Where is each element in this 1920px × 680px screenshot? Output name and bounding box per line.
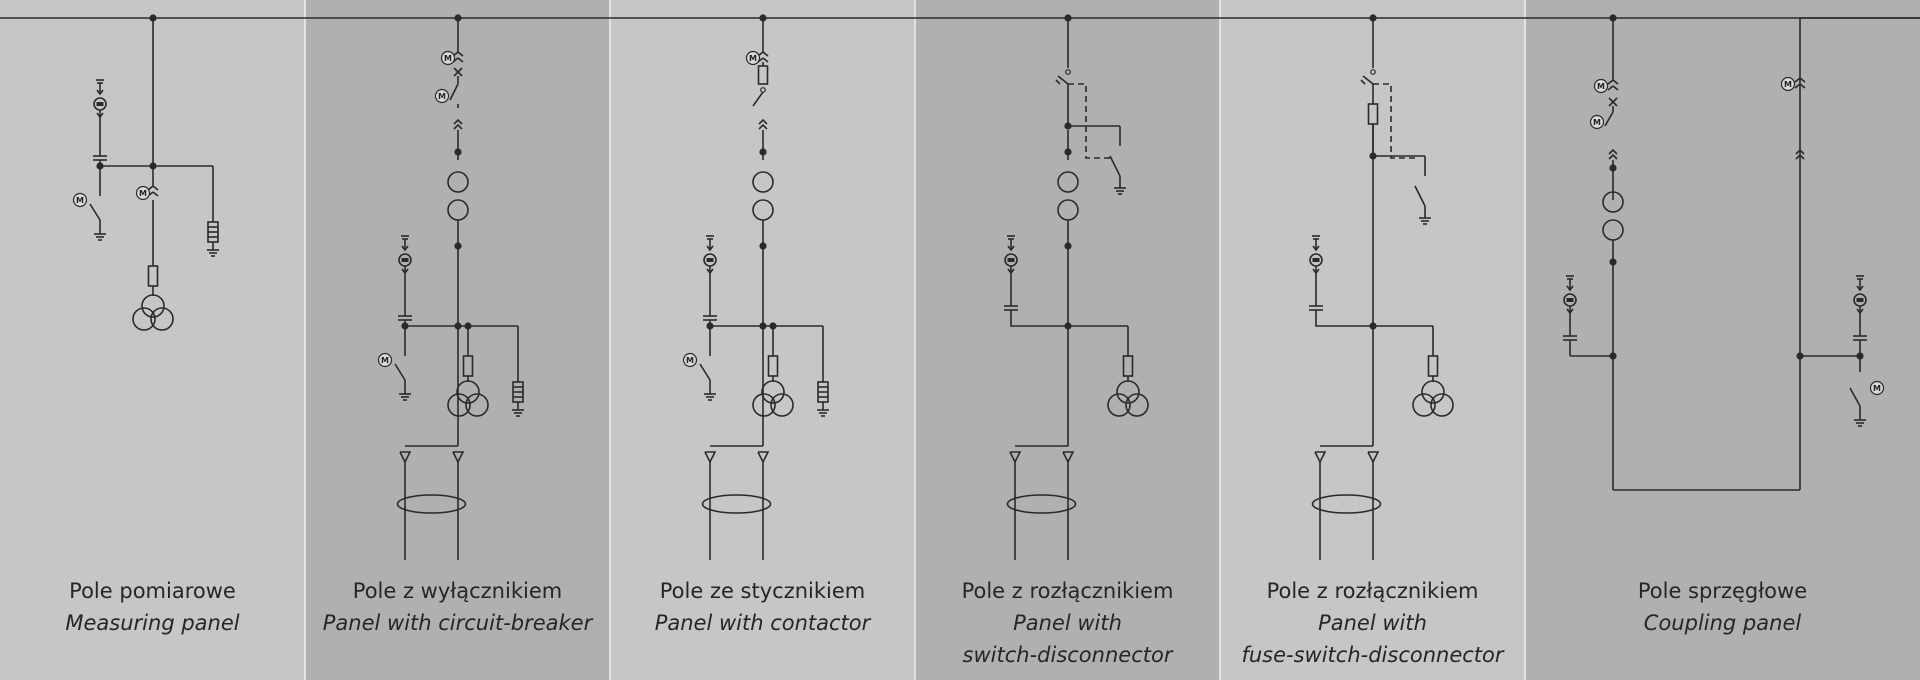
switch-disconnector-panel-schematic	[1004, 14, 1149, 560]
motor-label: M	[76, 196, 84, 205]
cable-termination-symbol	[701, 451, 772, 560]
plug-contact-symbol	[1608, 148, 1618, 160]
junction-dot	[1609, 258, 1617, 266]
motor-symbol: M	[745, 50, 761, 66]
panel-title: Pole sprzęgłowe	[1638, 579, 1807, 603]
panel-subtitle: fuse-switch-disconnector	[1241, 643, 1504, 667]
ground-symbol	[704, 393, 716, 401]
ground-symbol	[399, 393, 411, 401]
motor-label: M	[1784, 80, 1792, 89]
panel-subtitle: Panel with	[1318, 611, 1427, 635]
ground-symbol	[817, 409, 829, 417]
cable-termination-symbol	[396, 451, 467, 560]
junction-dot	[1609, 164, 1617, 172]
voltage-transformer-symbol	[752, 380, 794, 417]
motor-symbol: M	[135, 185, 151, 201]
panel-title: Pole ze stycznikiem	[660, 579, 866, 603]
motor-symbol: M	[1869, 380, 1885, 396]
voltage-indicator-symbol	[1563, 275, 1577, 346]
voltage-indicator-symbol	[1853, 275, 1867, 346]
surge-arrester-symbol	[817, 381, 829, 417]
panel-subtitle: Panel with	[1013, 611, 1122, 635]
breaker-contact-symbol	[453, 67, 463, 77]
voltage-indicator-symbol	[703, 235, 717, 326]
voltage-transformer-symbol	[447, 380, 489, 417]
voltage-indicator-symbol	[1309, 235, 1323, 316]
surge-arrester-symbol	[512, 381, 524, 417]
motor-label: M	[749, 54, 757, 63]
fuse-symbol	[757, 65, 769, 85]
contactor-panel-schematic: MM	[682, 14, 829, 560]
ground-symbol	[94, 233, 106, 241]
disconnector-symbol	[1607, 79, 1619, 91]
coupling-panel-schematic: M M M M	[1563, 14, 1920, 491]
fuse-switch-disconnector-panel-schematic	[1309, 14, 1454, 560]
voltage-indicator-symbol	[93, 79, 107, 166]
ground-symbol	[1854, 419, 1866, 427]
plug-contact-symbol	[453, 118, 463, 130]
motor-label: M	[1593, 118, 1601, 127]
motor-label: M	[381, 356, 389, 365]
measuring-panel-schematic: MM	[72, 14, 219, 331]
motor-label: M	[438, 92, 446, 101]
motor-symbol: M	[440, 50, 456, 66]
earthing-switch-symbol: M	[72, 186, 106, 241]
voltage-indicator-symbol	[1004, 235, 1018, 316]
panel-subtitle: Measuring panel	[65, 611, 239, 635]
voltage-transformer-symbol	[1107, 380, 1149, 417]
motor-symbol: M	[377, 352, 393, 368]
motor-symbol: M	[1593, 78, 1609, 94]
voltage-transformer-symbol	[1412, 380, 1454, 417]
plug-contact-symbol	[758, 118, 768, 130]
motor-label: M	[444, 54, 452, 63]
panel-title: Pole z rozłącznikiem	[962, 579, 1174, 603]
motor-symbol: M	[72, 192, 88, 208]
cable-termination-symbol	[1006, 451, 1077, 560]
motor-symbol: M	[1589, 114, 1605, 130]
plug-contact-symbol	[1795, 148, 1805, 160]
panel-subtitle: Panel with circuit-breaker	[323, 611, 594, 635]
earthing-switch-symbol: M	[1849, 380, 1885, 427]
motor-symbol: M	[1780, 76, 1796, 92]
panel-subtitle: Panel with contactor	[655, 611, 872, 635]
motor-label: M	[686, 356, 694, 365]
circuit-breaker-panel-schematic: M M M	[377, 14, 524, 560]
motor-label: M	[1873, 384, 1881, 393]
motor-symbol: M	[434, 88, 450, 104]
motor-label: M	[139, 189, 147, 198]
panel-title: Pole z wyłącznikiem	[353, 579, 562, 603]
breaker-contact-symbol	[1608, 97, 1618, 107]
panel-subtitle: switch-disconnector	[963, 643, 1174, 667]
ground-symbol	[1419, 217, 1431, 225]
ground-symbol	[512, 409, 524, 417]
cable-termination-symbol	[1311, 451, 1382, 560]
ground-symbol	[207, 249, 219, 257]
earthing-switch-symbol: M	[682, 346, 716, 401]
panel-title: Pole z rozłącznikiem	[1267, 579, 1479, 603]
ground-symbol	[1114, 187, 1126, 195]
voltage-transformer-symbol	[132, 294, 174, 331]
earthing-switch-symbol: M	[377, 346, 411, 401]
surge-arrester-symbol	[207, 221, 219, 257]
disconnector-symbol	[1794, 77, 1806, 89]
motor-label: M	[1597, 82, 1605, 91]
motor-symbol: M	[682, 352, 698, 368]
voltage-indicator-symbol	[398, 235, 412, 326]
panel-subtitle: Coupling panel	[1644, 611, 1802, 635]
panel-title: Pole pomiarowe	[69, 579, 236, 603]
